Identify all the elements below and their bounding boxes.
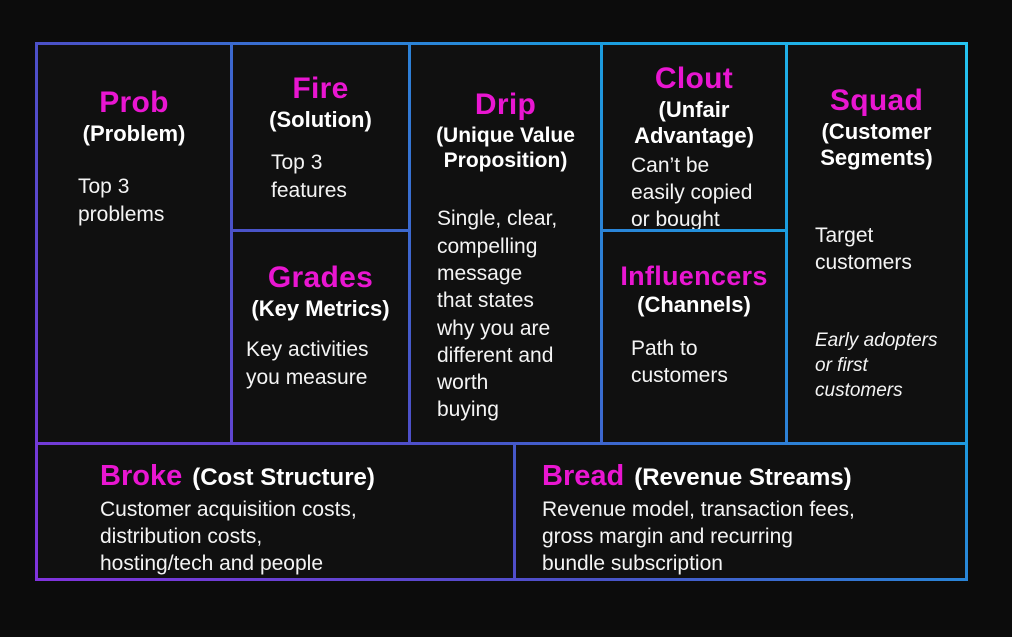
problem-title: Prob — [99, 86, 169, 119]
lean-canvas-grid: Prob (Problem) Top 3 problems Fire (Solu… — [35, 42, 968, 581]
cost-structure-title-row: Broke (Cost Structure) — [100, 460, 513, 493]
revenue-streams-title-row: Bread (Revenue Streams) — [542, 460, 965, 493]
cell-revenue-streams: Bread (Revenue Streams) Revenue model, t… — [516, 445, 965, 578]
problem-subtitle: (Problem) — [82, 121, 186, 146]
customer-segments-note: Early adopters or first customers — [815, 330, 938, 401]
cell-customer-segments: Squad (Customer Segments) Target custome… — [788, 45, 965, 442]
channels-title: Influencers — [620, 261, 768, 291]
solution-body: Top 3 features — [271, 151, 347, 202]
uvp-subtitle: (Unique Value Proposition) — [436, 124, 575, 173]
cost-structure-body: Customer acquisition costs, distribution… — [100, 497, 357, 576]
cost-structure-title: Broke — [100, 460, 183, 492]
cell-unfair-advantage: Clout (Unfair Advantage) Can’t be easily… — [603, 45, 785, 229]
uvp-body: Single, clear, compelling message that s… — [437, 207, 558, 422]
cell-cost-structure: Broke (Cost Structure) Customer acquisit… — [38, 445, 513, 578]
key-metrics-subtitle: (Key Metrics) — [251, 296, 390, 321]
solution-subtitle: (Solution) — [269, 107, 372, 132]
key-metrics-title: Grades — [267, 261, 374, 294]
channels-body: Path to customers — [631, 336, 728, 388]
customer-segments-body: Target customers — [815, 223, 912, 275]
unfair-advantage-body: Can’t be easily copied or bought — [631, 153, 753, 229]
canvas-bottom-section: Broke (Cost Structure) Customer acquisit… — [38, 445, 965, 578]
cost-structure-subtitle: (Cost Structure) — [192, 464, 375, 491]
solution-title: Fire — [292, 72, 349, 105]
key-metrics-body: Key activities you measure — [246, 338, 369, 389]
cell-solution: Fire (Solution) Top 3 features — [233, 45, 408, 229]
cell-unique-value-proposition: Drip (Unique Value Proposition) Single, … — [411, 45, 600, 442]
cell-channels: Influencers (Channels) Path to customers — [603, 232, 785, 442]
customer-segments-title: Squad — [829, 84, 924, 117]
revenue-streams-title: Bread — [542, 460, 625, 492]
revenue-streams-subtitle: (Revenue Streams) — [634, 464, 852, 491]
unfair-advantage-title: Clout — [654, 62, 734, 95]
canvas-top-section: Prob (Problem) Top 3 problems Fire (Solu… — [38, 45, 965, 442]
unfair-advantage-subtitle: (Unfair Advantage) — [634, 97, 754, 149]
cell-problem: Prob (Problem) Top 3 problems — [38, 45, 230, 442]
problem-body: Top 3 problems — [78, 175, 165, 226]
revenue-streams-body: Revenue model, transaction fees, gross m… — [542, 497, 855, 576]
customer-segments-subtitle: (Customer Segments) — [820, 119, 933, 171]
uvp-title: Drip — [474, 88, 537, 121]
cell-key-metrics: Grades (Key Metrics) Key activities you … — [233, 232, 408, 442]
channels-subtitle: (Channels) — [637, 292, 751, 318]
